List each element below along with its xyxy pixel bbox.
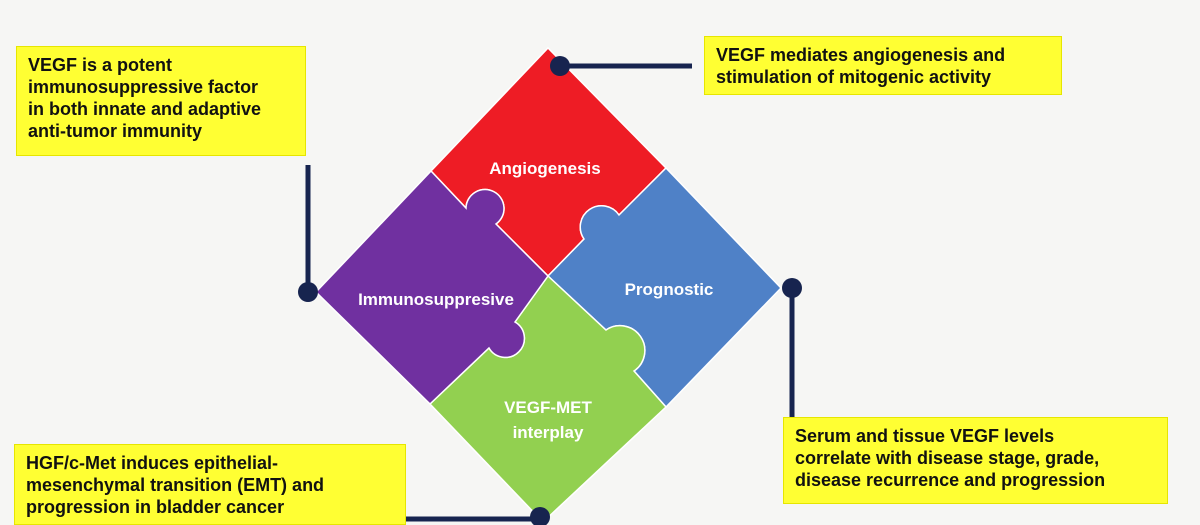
callout-line: in both innate and adaptive xyxy=(28,99,262,119)
label-interplay: interplay xyxy=(513,423,584,442)
callout-line: VEGF mediates angiogenesis and xyxy=(716,45,1006,65)
callout-line: HGF/c-Met induces epithelial- xyxy=(26,453,279,473)
callout-line: stimulation of mitogenic activity xyxy=(716,67,992,87)
puzzle-piece-immunosuppressive xyxy=(314,169,549,406)
connector-dots xyxy=(298,56,802,525)
callout-line: VEGF is a potent xyxy=(28,55,173,75)
dot-right xyxy=(782,278,802,298)
label-vegf-met: VEGF-MET xyxy=(504,398,592,417)
callout-vegf-met: HGF/c-Met induces epithelial- mesenchyma… xyxy=(14,444,406,525)
dot-top xyxy=(550,56,570,76)
callout-line: anti-tumor immunity xyxy=(28,121,202,141)
callout-line: correlate with disease stage, grade, xyxy=(795,448,1100,468)
callout-immunosuppressive: VEGF is a potent immunosuppressive facto… xyxy=(16,46,306,156)
label-immunosuppresive: Immunosuppresive xyxy=(358,290,514,309)
callout-line: Serum and tissue VEGF levels xyxy=(795,426,1055,446)
callout-line: progression in bladder cancer xyxy=(26,497,285,517)
dot-left xyxy=(298,282,318,302)
dot-bottom xyxy=(530,507,550,525)
callout-line: immunosuppressive factor xyxy=(28,77,259,97)
callout-line: mesenchymal transition (EMT) and xyxy=(26,475,325,495)
callout-line: disease recurrence and progression xyxy=(795,470,1106,490)
label-angiogenesis: Angiogenesis xyxy=(489,159,600,178)
callout-prognostic: Serum and tissue VEGF levels correlate w… xyxy=(783,417,1168,504)
label-prognostic: Prognostic xyxy=(625,280,714,299)
connectors xyxy=(305,63,795,522)
callout-angiogenesis: VEGF mediates angiogenesis and stimulati… xyxy=(704,36,1062,95)
